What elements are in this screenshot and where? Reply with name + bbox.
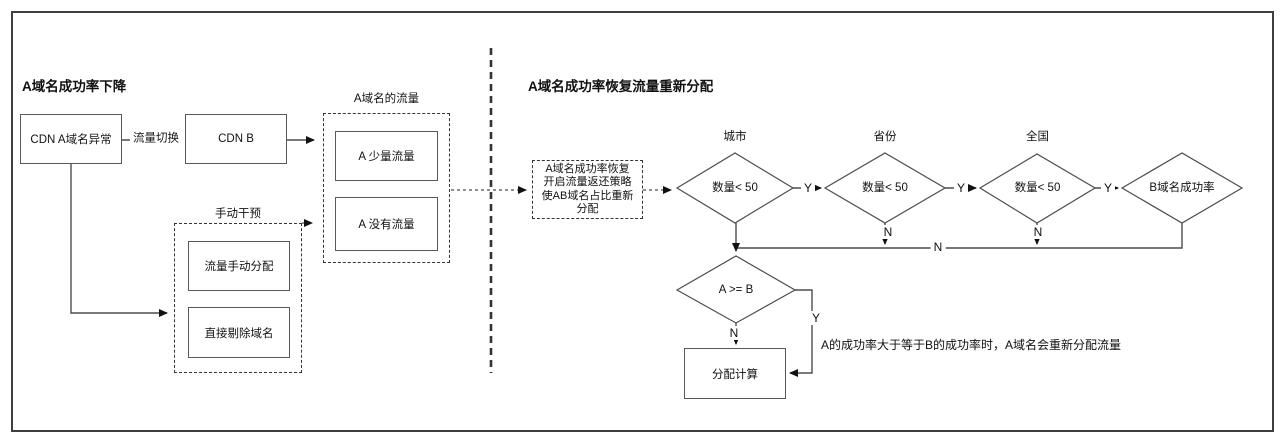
node-alloc-calc: 分配计算 — [684, 348, 786, 399]
node-cdn-a-abnormal: CDN A域名异常 — [20, 114, 122, 164]
group-manual-title: 手动干预 — [215, 208, 261, 220]
node-a-no-traffic: A 没有流量 — [335, 197, 438, 251]
left-section-title: A域名成功率下降 — [22, 79, 127, 94]
strategy-line-1: A域名成功率恢复 — [545, 162, 630, 175]
edge-label-traffic-switch: 流量切换 — [130, 132, 182, 146]
strategy-line-4: 分配 — [576, 203, 599, 215]
decision-national — [978, 153, 1097, 224]
label-ab-yes: Y — [808, 311, 824, 325]
decision-ab-compare — [675, 255, 797, 324]
annotation-ab-rule: A的成功率大于等于B的成功率时，A域名会重新分配流量 — [821, 338, 1122, 352]
decision-province — [823, 152, 947, 224]
decision-national-text: 数量< 50 — [1014, 182, 1061, 194]
decision-province-text: 数量< 50 — [862, 182, 908, 194]
right-section-title: A域名成功率恢复流量重新分配 — [528, 79, 714, 94]
edge-ab-yes — [789, 289, 813, 377]
decision-b-success — [1120, 152, 1244, 224]
decision-city-text: 数量< 50 — [712, 182, 758, 194]
node-remove-domain: 直接剔除域名 — [188, 307, 290, 358]
group-a-traffic-title: A域名的流量 — [353, 93, 420, 105]
diagram-border — [11, 11, 1274, 432]
caption-city: 城市 — [723, 131, 747, 143]
label-province-yes: Y — [953, 181, 969, 195]
group-a-traffic — [323, 113, 450, 263]
label-ab-no: N — [726, 326, 742, 340]
decision-b-success-text: B域名成功率 — [1149, 182, 1215, 194]
node-manual-allocate: 流量手动分配 — [188, 241, 290, 291]
strategy-line-3: 使AB域名占比重新 — [541, 189, 634, 202]
node-a-low-traffic: A 少量流量 — [335, 131, 438, 181]
label-national-yes: Y — [1100, 181, 1116, 195]
label-city-yes: Y — [800, 181, 816, 195]
caption-province: 省份 — [873, 131, 897, 143]
caption-national: 全国 — [1026, 131, 1049, 143]
group-manual-intervention — [174, 223, 302, 373]
strategy-line-2: 开启流量返还策略 — [543, 176, 632, 188]
edge-cdna-to-manual-group — [70, 164, 168, 317]
label-bsuccess-no: N — [930, 240, 946, 254]
node-cdn-b: CDN B — [185, 114, 287, 164]
label-province-no: N — [880, 225, 896, 239]
node-recovery-strategy: A域名成功率恢复 开启流量返还策略 使AB域名占比重新 分配 — [532, 160, 643, 219]
label-national-no: N — [1030, 225, 1046, 239]
decision-ab-text: A >= B — [718, 284, 754, 296]
decision-city — [675, 152, 795, 224]
edge-bsuccess-no-bus — [736, 223, 1183, 249]
